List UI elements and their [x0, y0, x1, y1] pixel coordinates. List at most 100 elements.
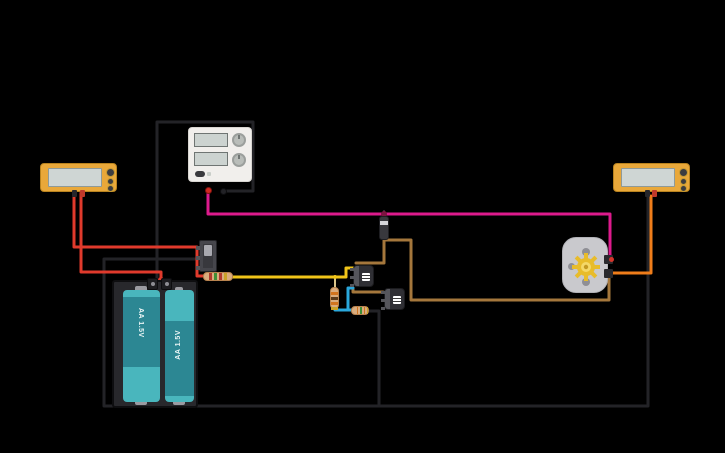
transistor-1-leg1[interactable] [350, 268, 354, 271]
motor-screw [582, 248, 590, 256]
motor-screw [582, 278, 590, 286]
transistor-2-leg2[interactable] [381, 299, 385, 302]
junction-yellow-resistor2[interactable] [333, 275, 337, 279]
wire-resistor3-to-ground[interactable] [367, 309, 381, 407]
battery-terminal-right[interactable] [161, 278, 172, 290]
resistor-band [219, 273, 222, 280]
diode-cathode-band [380, 221, 388, 225]
transistor-2-leg3[interactable] [381, 307, 385, 310]
resistor-band [366, 307, 368, 314]
resistor-1-bands [204, 273, 232, 280]
multimeter-left-mode-button[interactable] [107, 178, 114, 185]
multimeter-right[interactable] [613, 163, 690, 197]
resistor-band [363, 307, 365, 314]
power-supply-positive-terminal[interactable] [205, 187, 212, 194]
multimeter-right-display [621, 168, 675, 187]
wire-psu-negative-to-battery[interactable] [155, 120, 255, 280]
wire-diode-to-motor[interactable] [382, 238, 611, 302]
transistor-tab [385, 289, 390, 309]
transistor-2-leg1[interactable] [381, 291, 385, 294]
slide-switch-pin1[interactable] [196, 246, 200, 250]
battery-contact [135, 286, 147, 292]
battery-cell-left-label: AA 1.5V [137, 308, 144, 338]
motor-positive-terminal[interactable] [604, 255, 614, 264]
transistor-label-icon [393, 296, 401, 304]
wire-psu-positive-to-motor[interactable] [206, 189, 612, 259]
knob-notch [238, 155, 240, 159]
power-supply[interactable] [188, 127, 252, 195]
cell-body [123, 297, 160, 367]
multimeter-right-dial-button[interactable] [679, 168, 688, 177]
multimeter-left-black-probe[interactable] [72, 190, 77, 197]
cell-body [165, 321, 194, 396]
transistor-tab [354, 266, 359, 286]
power-supply-current-knob[interactable] [232, 153, 246, 167]
transistor-1-leg3[interactable] [350, 284, 354, 287]
slide-switch[interactable] [196, 240, 217, 272]
power-supply-negative-terminal[interactable] [220, 188, 227, 195]
multimeter-left-range-button[interactable] [107, 185, 114, 192]
wire-multimeter-left-to-battery[interactable] [79, 191, 163, 281]
terminal-pin [165, 282, 169, 286]
resistor-2[interactable] [330, 287, 339, 310]
diode[interactable] [379, 216, 389, 240]
battery-holder[interactable]: AA 1.5V AA 1.5V [112, 278, 198, 408]
resistor-band [331, 297, 338, 300]
battery-cell-right[interactable]: AA 1.5V [165, 290, 194, 402]
resistor-band [331, 307, 338, 310]
wire-transistor1-to-diode[interactable] [354, 238, 386, 265]
resistor-band [209, 273, 212, 280]
power-supply-current-display [194, 152, 228, 166]
multimeter-left[interactable] [40, 163, 117, 197]
battery-terminal-left[interactable] [147, 278, 158, 290]
transistor-1-leg2[interactable] [350, 276, 354, 279]
motor-negative-terminal[interactable] [604, 269, 613, 278]
slide-switch-handle[interactable] [204, 245, 212, 256]
multimeter-right-range-button[interactable] [680, 185, 687, 192]
multimeter-left-dial-button[interactable] [106, 168, 115, 177]
resistor-band [360, 307, 362, 314]
power-supply-indicator [207, 172, 211, 176]
transistor-2[interactable] [381, 288, 405, 310]
multimeter-right-mode-button[interactable] [680, 178, 687, 185]
motor-gear-icon [572, 253, 600, 281]
slide-switch-track [203, 244, 213, 268]
resistor-3-bands [352, 307, 368, 314]
resistor-band [331, 302, 338, 305]
wire-resistor1-to-transistor1[interactable] [231, 266, 355, 279]
wire-motor-to-multimeter-right[interactable] [610, 194, 653, 275]
resistor-band [214, 273, 217, 280]
power-supply-voltage-knob[interactable] [232, 133, 246, 147]
battery-contact [135, 399, 147, 405]
multimeter-left-red-probe[interactable] [80, 190, 85, 197]
positive-terminal-mark [609, 257, 614, 262]
cell-cap [123, 290, 160, 297]
resistor-band [357, 307, 359, 314]
wire-multimeter-left-to-switch[interactable] [72, 191, 199, 249]
transistor-1[interactable] [350, 265, 374, 287]
resistor-3[interactable] [351, 306, 369, 315]
power-supply-voltage-display [194, 133, 228, 147]
battery-contact [173, 399, 185, 405]
resistor-1[interactable] [203, 272, 233, 281]
power-supply-power-button[interactable] [195, 171, 205, 177]
motor-screw [568, 263, 575, 270]
resistor-band [331, 292, 338, 295]
wire-multimeter-right-ground-loop[interactable] [102, 194, 650, 408]
junction-diode-on-pink-wire[interactable] [381, 211, 387, 217]
multimeter-right-black-probe[interactable] [645, 190, 650, 197]
resistor-band [224, 273, 227, 280]
battery-cell-left[interactable]: AA 1.5V [123, 290, 160, 402]
multimeter-left-display [48, 168, 102, 187]
knob-notch [238, 135, 240, 139]
slide-switch-pin3[interactable] [196, 266, 200, 270]
cell-cap [165, 290, 194, 321]
transistor-label-icon [362, 273, 370, 281]
wire-resistor2-to-transistor1[interactable] [346, 286, 355, 312]
multimeter-right-red-probe[interactable] [652, 190, 657, 197]
slide-switch-pin2[interactable] [196, 256, 200, 260]
wire-transistor1-to-transistor2[interactable] [351, 286, 385, 294]
dc-motor[interactable] [562, 237, 614, 293]
